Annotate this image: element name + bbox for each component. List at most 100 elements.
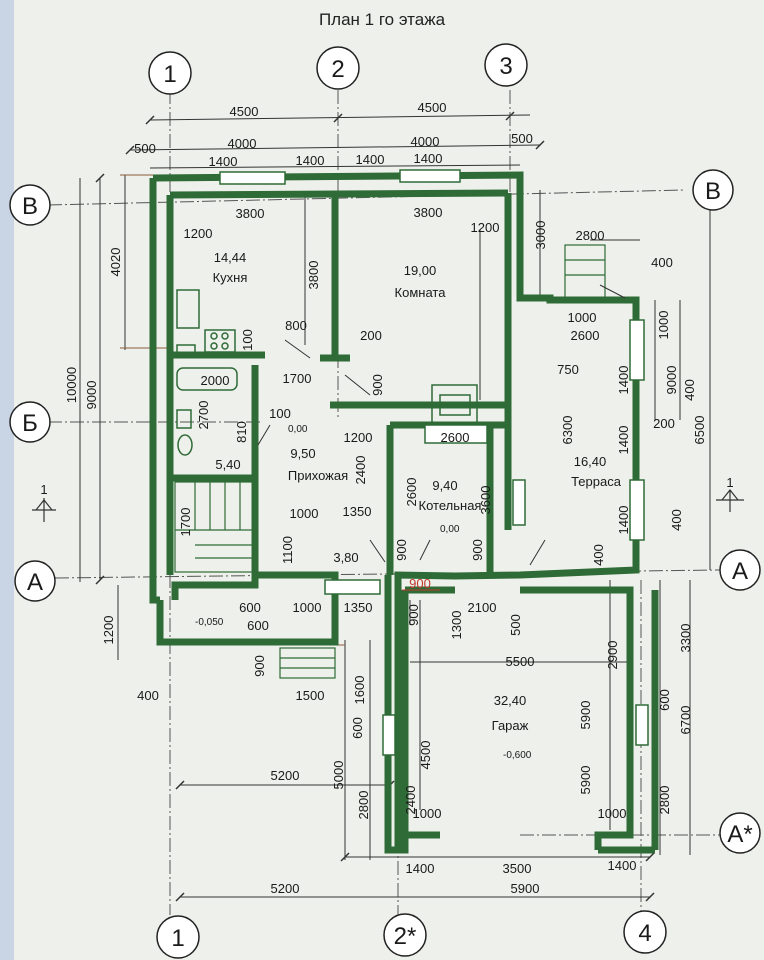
dimension-label: 1400	[616, 506, 631, 535]
dimension-label: 1400	[608, 858, 637, 873]
dimension-label: 6300	[560, 416, 575, 445]
axis-label-4: 4	[638, 920, 651, 947]
dimension-label: 400	[682, 379, 697, 401]
exterior-stairs	[279, 244, 606, 679]
dimension-label: 2600	[404, 478, 419, 507]
dimension-label: 400	[651, 255, 673, 270]
dimension-label: 1300	[449, 611, 464, 640]
dimension-label: 600	[239, 600, 261, 615]
room-area-kitchen: 14,44	[214, 250, 247, 265]
dimension-label: 2400	[353, 456, 368, 485]
dimension-label: 800	[285, 318, 307, 333]
dimension-label: 4500	[230, 104, 259, 119]
dimension-label: 1400	[616, 426, 631, 455]
room-labels: 14,44 Кухня 19,00 Комната 9,50 Прихожая …	[213, 250, 622, 733]
room-name-terrace: Терраса	[571, 474, 622, 489]
room-name-garage: Гараж	[492, 718, 529, 733]
axis-label-b-left: Б	[22, 410, 38, 437]
dimension-label: 1000	[293, 600, 322, 615]
windows	[219, 169, 649, 756]
axis-label-a-left: А	[27, 569, 43, 596]
dimension-label: 810	[234, 421, 249, 443]
dimension-label: 400	[669, 509, 684, 531]
bathroom-fixtures	[176, 367, 238, 456]
dimension-label: 900	[406, 604, 421, 626]
axis-bubbles	[9, 43, 761, 959]
dimension-label: 2000	[201, 373, 230, 388]
dimension-label: 6700	[678, 706, 693, 735]
dimension-label: 1200	[344, 430, 373, 445]
dimension-label: 9000	[664, 366, 679, 395]
axis-label-a-star: А*	[727, 821, 752, 848]
room-area-vestibule: 3,80	[333, 550, 358, 565]
dimension-label: 1000	[656, 311, 671, 340]
scan-edge	[0, 0, 14, 960]
dimension-label: 4020	[108, 248, 123, 277]
dimension-label: 4500	[418, 100, 447, 115]
dimension-label: 2900	[605, 641, 620, 670]
dimension-label: 1700	[283, 371, 312, 386]
dimension-label: 200	[360, 328, 382, 343]
door-swings	[257, 284, 626, 625]
dimension-label: 3800	[236, 206, 265, 221]
room-area-terrace: 16,40	[574, 454, 607, 469]
dimension-label: 2700	[196, 401, 211, 430]
dimension-label: 9000	[84, 381, 99, 410]
dimension-label: 2800	[657, 786, 672, 815]
level-mark: -0,050	[195, 617, 224, 628]
axis-label-2-star: 2*	[394, 923, 417, 950]
axis-label-v-left: В	[22, 193, 38, 220]
room-area-living: 19,00	[404, 263, 437, 278]
dimension-label: 100	[240, 329, 255, 351]
dimension-label: 500	[134, 141, 156, 156]
dimension-label: 2600	[441, 430, 470, 445]
dimension-lines	[79, 114, 711, 898]
dimension-label: 1350	[344, 600, 373, 615]
dimension-label: 1400	[209, 154, 238, 169]
kitchen-fixtures	[176, 289, 236, 358]
dimension-label: 3500	[503, 861, 532, 876]
level-mark: 0,00	[288, 424, 308, 435]
axis-label-bottom-1: 1	[171, 925, 184, 952]
walls	[149, 171, 659, 854]
dimension-label: 6500	[692, 416, 707, 445]
room-name-hall: Прихожая	[288, 468, 348, 483]
dimension-label: 3000	[533, 221, 548, 250]
room-area-bathroom: 5,40	[215, 457, 240, 472]
dimension-label: 5900	[511, 881, 540, 896]
dimension-label: 1100	[280, 536, 295, 564]
dimension-label: 1400	[616, 366, 631, 395]
section-label-left: 1	[40, 482, 47, 497]
room-name-living: Комната	[395, 285, 447, 300]
room-area-hall: 9,50	[290, 446, 315, 461]
dimension-label: 1600	[352, 676, 367, 705]
dimension-label: 3300	[678, 624, 693, 653]
dimension-label: 1500	[296, 688, 325, 703]
staircase	[174, 481, 254, 573]
dimension-label: 600	[350, 717, 365, 739]
dimension-label: 750	[557, 362, 579, 377]
dimension-labels-interior: 3800 100 800 200 2000 1700 900 2700 810 …	[178, 261, 626, 821]
dimension-labels-top: 4500 4500 500 4000 4000 500 1400 1400 14…	[134, 100, 673, 270]
dimension-label: 100	[269, 406, 291, 421]
room-area-garage: 32,40	[494, 693, 527, 708]
dimension-label: 4500	[418, 741, 433, 770]
section-marks	[32, 489, 744, 522]
room-name-kitchen: Кухня	[213, 270, 248, 285]
dimension-label: 2800	[576, 228, 605, 243]
level-mark: 0,00	[440, 524, 460, 535]
dimension-label: 400	[591, 544, 606, 566]
section-label-right: 1	[726, 475, 733, 490]
dimension-label: 4000	[411, 134, 440, 149]
dimension-label: 600	[247, 618, 269, 633]
dimension-label: 1700	[178, 508, 193, 537]
dimension-label: 5200	[271, 881, 300, 896]
dimension-label: 600	[657, 689, 672, 711]
level-marks: 0,00 0,00 -0,050 -0,600	[195, 424, 532, 761]
dimension-label: 1400	[414, 151, 443, 166]
dimension-label: 1000	[568, 310, 597, 325]
dimension-labels-left: 4020 10000 9000 1200 400	[64, 248, 159, 703]
dimension-label: 3800	[306, 261, 321, 290]
level-mark: -0,600	[503, 750, 532, 761]
dimension-label: 1000	[290, 506, 319, 521]
